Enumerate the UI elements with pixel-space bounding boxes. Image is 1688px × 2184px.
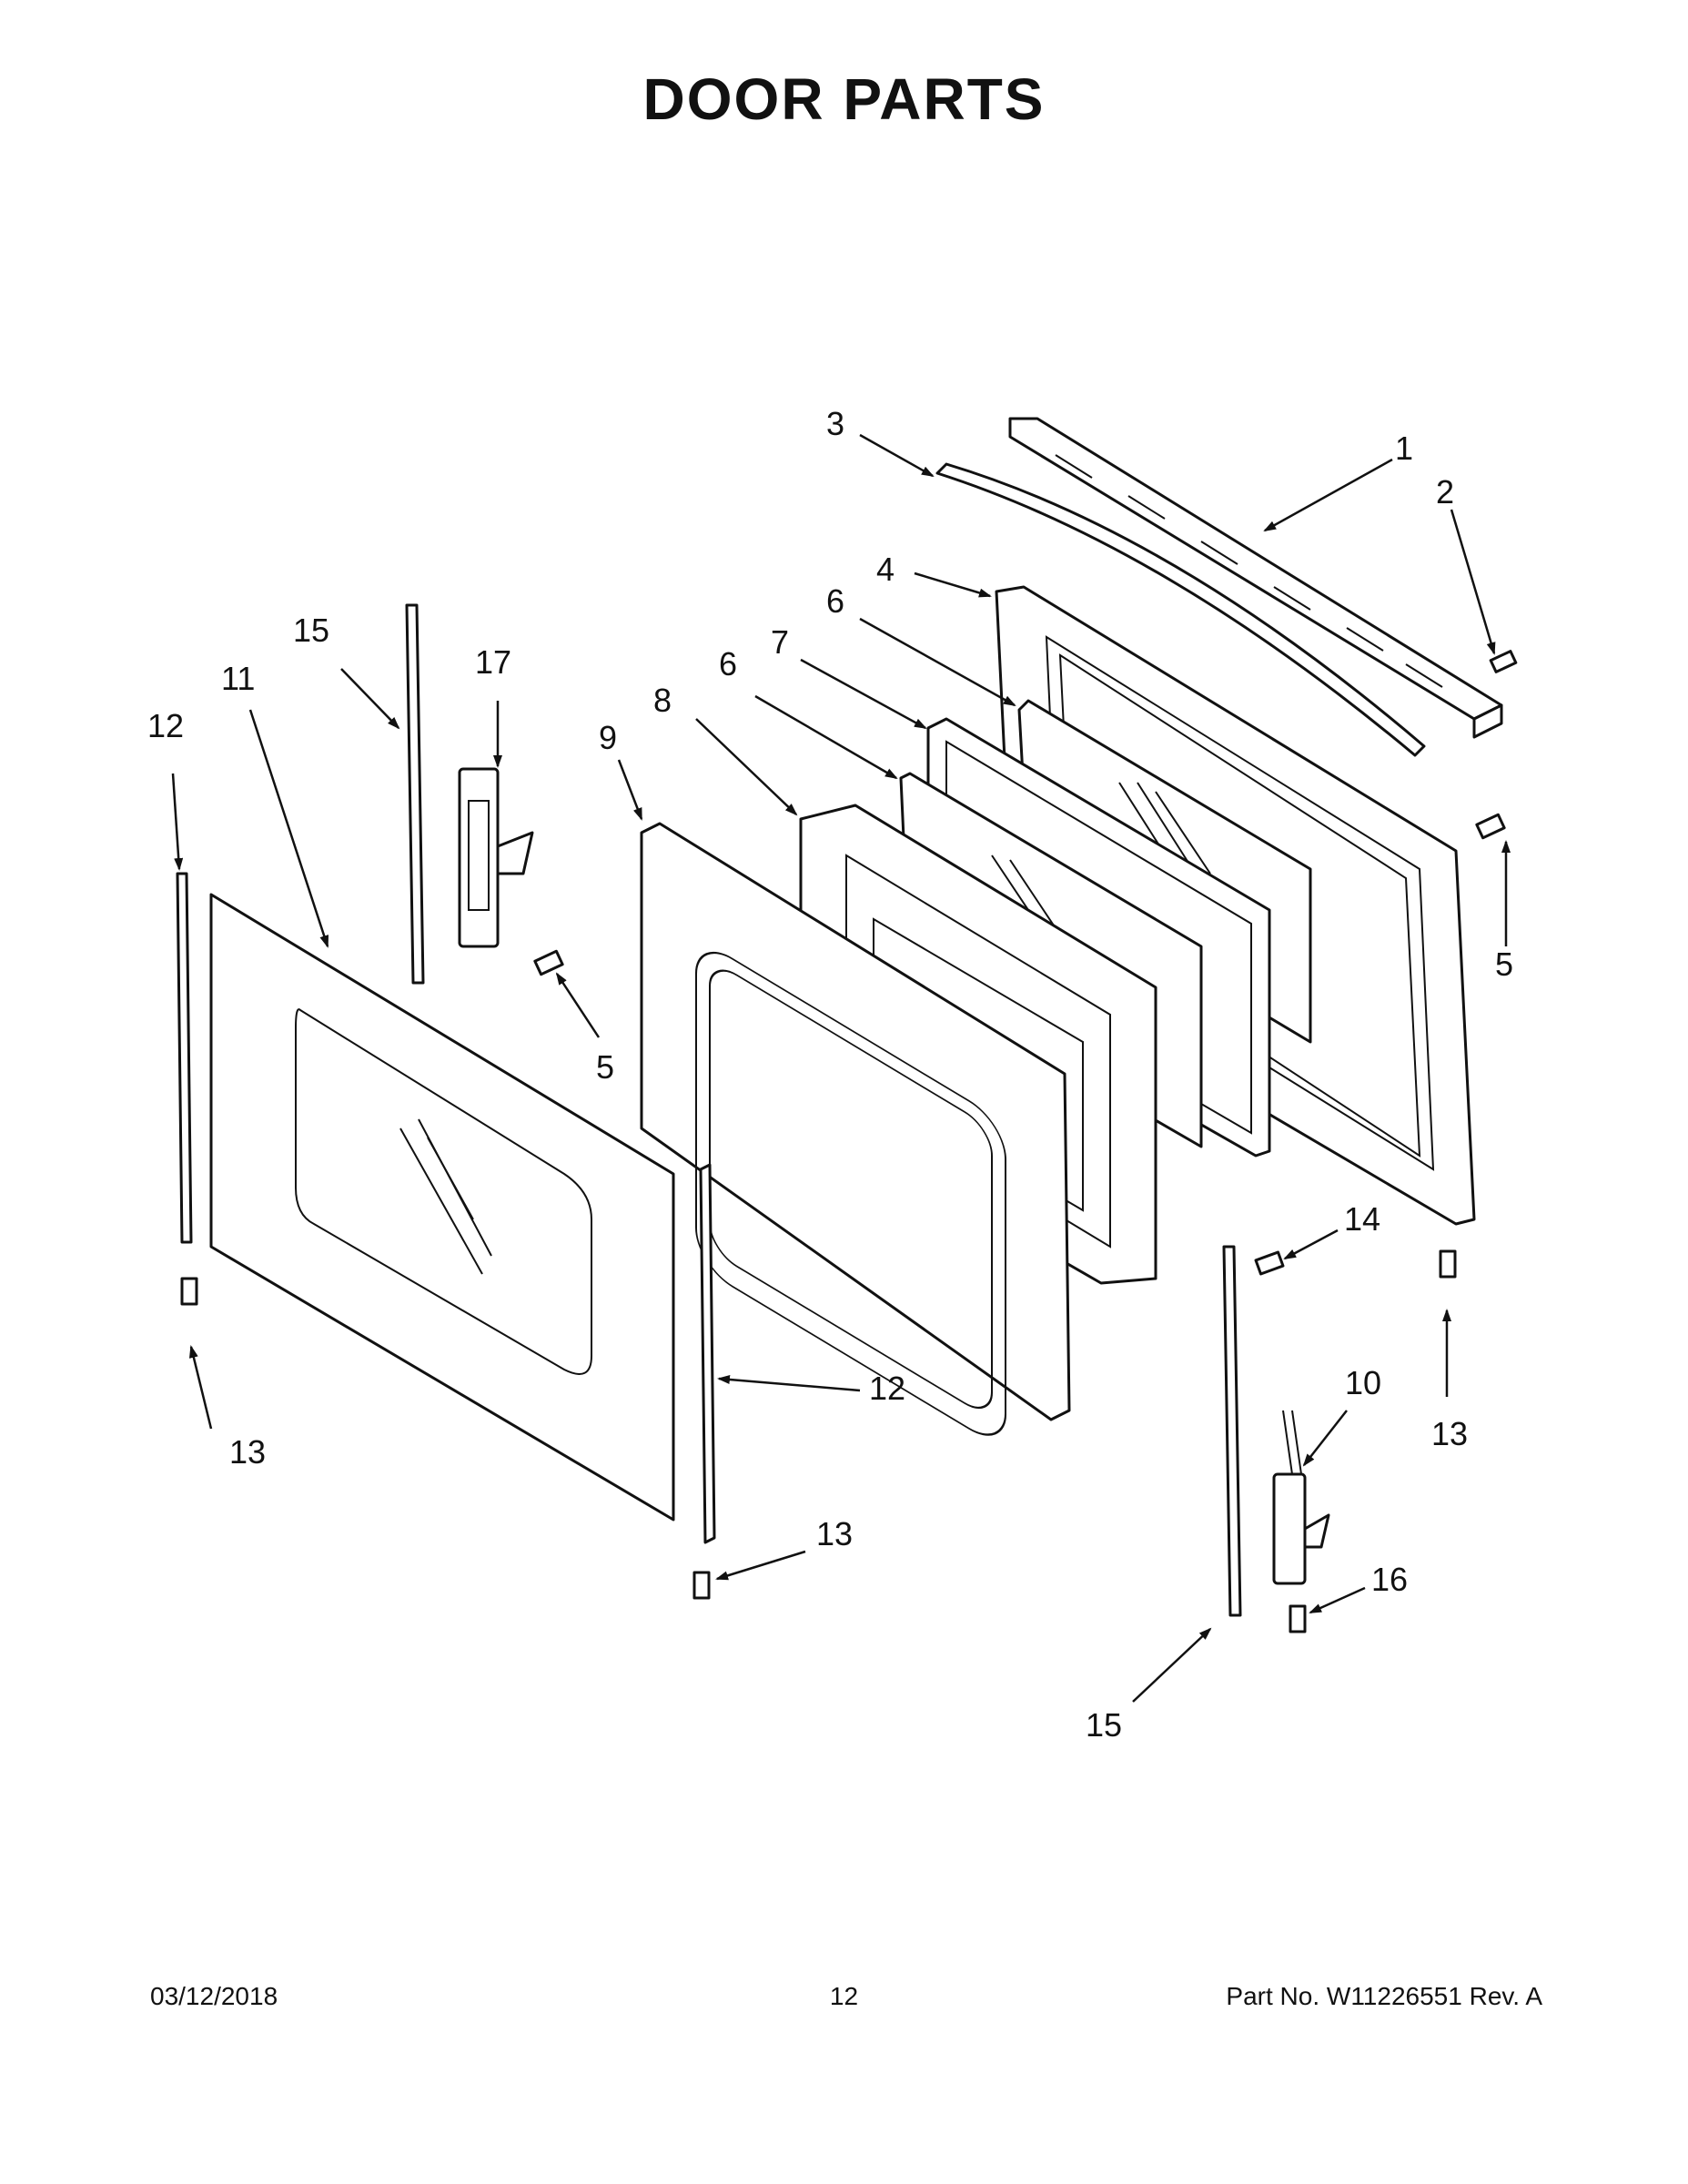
callout-12: 12 bbox=[869, 1370, 905, 1407]
part-5-screw-left bbox=[533, 949, 564, 976]
part-16-screw bbox=[1289, 1604, 1307, 1633]
part-12-right-trim bbox=[699, 1163, 716, 1544]
footer-part-number: Part No. W11226551 Rev. A bbox=[1226, 1982, 1542, 2010]
part-9-door-frame bbox=[640, 822, 1071, 1436]
part-3-door-handle bbox=[935, 462, 1426, 757]
callout-14: 14 bbox=[1344, 1200, 1380, 1238]
part-13-screw-right bbox=[1439, 1249, 1457, 1279]
part-14-screw bbox=[1254, 1250, 1285, 1276]
part-13-screw-center bbox=[692, 1571, 711, 1600]
callout-9: 9 bbox=[599, 719, 617, 756]
leader-lines bbox=[171, 433, 1511, 1703]
callout-1: 1 bbox=[1395, 430, 1413, 467]
part-11-outer-glass bbox=[209, 893, 675, 1522]
footer-date: 03/12/2018 bbox=[150, 1982, 278, 2010]
callout-15: 15 bbox=[1086, 1706, 1122, 1744]
callout-3: 3 bbox=[826, 405, 844, 442]
part-15-hinge-rail-left bbox=[405, 603, 425, 985]
callout-13: 13 bbox=[816, 1515, 853, 1552]
callout-5: 5 bbox=[596, 1048, 614, 1086]
part-17-hinge bbox=[458, 767, 534, 948]
callout-15: 15 bbox=[293, 612, 329, 649]
callout-5: 5 bbox=[1495, 945, 1513, 983]
part-15-hinge-rail-right bbox=[1222, 1245, 1242, 1617]
part-1-vent-trim bbox=[1008, 417, 1503, 739]
part-10-hinge bbox=[1272, 1410, 1330, 1585]
callout-11: 11 bbox=[221, 660, 255, 697]
page-title: DOOR PARTS bbox=[642, 66, 1046, 132]
callout-13: 13 bbox=[1431, 1415, 1468, 1452]
callout-2: 2 bbox=[1436, 473, 1454, 511]
callout-13: 13 bbox=[229, 1433, 266, 1471]
part-2-screw bbox=[1489, 650, 1518, 673]
callout-4: 4 bbox=[876, 551, 895, 588]
callout-16: 16 bbox=[1371, 1561, 1408, 1598]
callout-6: 6 bbox=[826, 582, 844, 620]
callout-8: 8 bbox=[653, 682, 672, 719]
callout-17: 17 bbox=[475, 643, 511, 681]
footer-page-number: 12 bbox=[829, 1982, 859, 2010]
part-12-left-trim bbox=[176, 872, 193, 1244]
callout-12: 12 bbox=[147, 707, 184, 744]
callout-10: 10 bbox=[1345, 1364, 1381, 1401]
part-5-screw-right bbox=[1475, 813, 1506, 840]
callout-7: 7 bbox=[771, 623, 789, 661]
part-13-screw-left bbox=[180, 1277, 198, 1306]
callout-6: 6 bbox=[719, 645, 737, 682]
